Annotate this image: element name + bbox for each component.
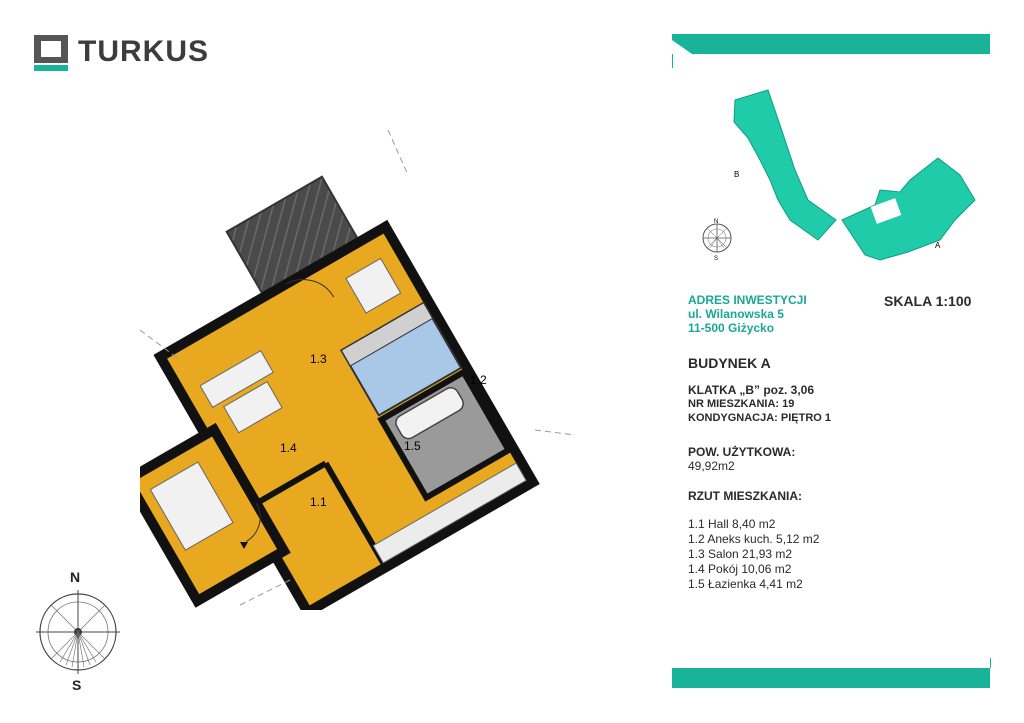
building-b-shape: [733, 89, 837, 241]
room-label-1-3: 1.3: [310, 352, 327, 366]
small-compass-s: S: [714, 256, 718, 262]
triangle-icon: [240, 542, 248, 549]
list-item: 1.2 Aneks kuch. 5,12 m2: [688, 532, 820, 546]
logo-mark-icon: [34, 35, 68, 71]
room-list: RZUT MIESZKANIA: 1.1 Hall 8,40 m2 1.2 An…: [688, 489, 819, 592]
right-divider-line: [672, 54, 673, 68]
room-label-1-1: 1.1: [310, 495, 327, 509]
list-item: 1.5 Łazienka 4,41 m2: [688, 577, 803, 591]
list-item: 1.4 Pokój 10,06 m2: [688, 562, 792, 576]
small-compass-n: N: [714, 219, 718, 225]
address-city: 11-500 Giżycko: [688, 321, 775, 335]
floor-label: KONDYGNACJA: PIĘTRO 1: [688, 412, 832, 424]
list-item: 1.1 Hall 8,40 m2: [688, 517, 776, 531]
compass-south-label: S: [72, 677, 81, 693]
plan-scale: SKALA 1:100: [884, 293, 972, 309]
brand-name: TURKUS: [78, 35, 209, 68]
floor-plan: 1.3 1.2 1.4 1.5 1.1: [140, 130, 576, 610]
stair-label: KLATKA „B” poz. 3,06: [688, 383, 815, 397]
small-compass-icon: N S: [702, 219, 732, 262]
site-map: B A N S: [702, 89, 976, 262]
room-label-1-5: 1.5: [404, 439, 421, 453]
bathroom-area: [377, 368, 513, 502]
building-a-label: A: [935, 241, 941, 250]
room-list-title: RZUT MIESZKANIA:: [688, 489, 802, 503]
compass-rose-icon: N S: [36, 569, 120, 693]
compass-north-label: N: [70, 569, 80, 585]
usable-area-value: 49,92m2: [688, 459, 735, 473]
building-b-label: B: [734, 170, 739, 179]
usable-area-label: POW. UŻYTKOWA:: [688, 445, 796, 459]
address-title: ADRES INWESTYCJI: [688, 293, 807, 307]
bottom-accent-bar: [672, 668, 990, 688]
usable-area: POW. UŻYTKOWA: 49,92m2: [688, 445, 795, 473]
investment-address: ADRES INWESTYCJI ul. Wilanowska 5 11-500…: [688, 293, 807, 335]
flat-details: KLATKA „B” poz. 3,06 NR MIESZKANIA: 19 K…: [688, 383, 831, 425]
flat-number: NR MIESZKANIA: 19: [688, 398, 795, 410]
top-accent-bar: [672, 34, 990, 54]
brand-logo: TURKUS: [34, 35, 209, 71]
room-label-1-2: 1.2: [470, 373, 487, 387]
address-street: ul. Wilanowska 5: [688, 307, 784, 321]
list-item: 1.3 Salon 21,93 m2: [688, 547, 793, 561]
room-label-1-4: 1.4: [280, 441, 297, 455]
right-divider-line-bottom: [990, 658, 991, 668]
building-name: BUDYNEK A: [688, 355, 771, 371]
building-a-shape: [841, 157, 976, 261]
